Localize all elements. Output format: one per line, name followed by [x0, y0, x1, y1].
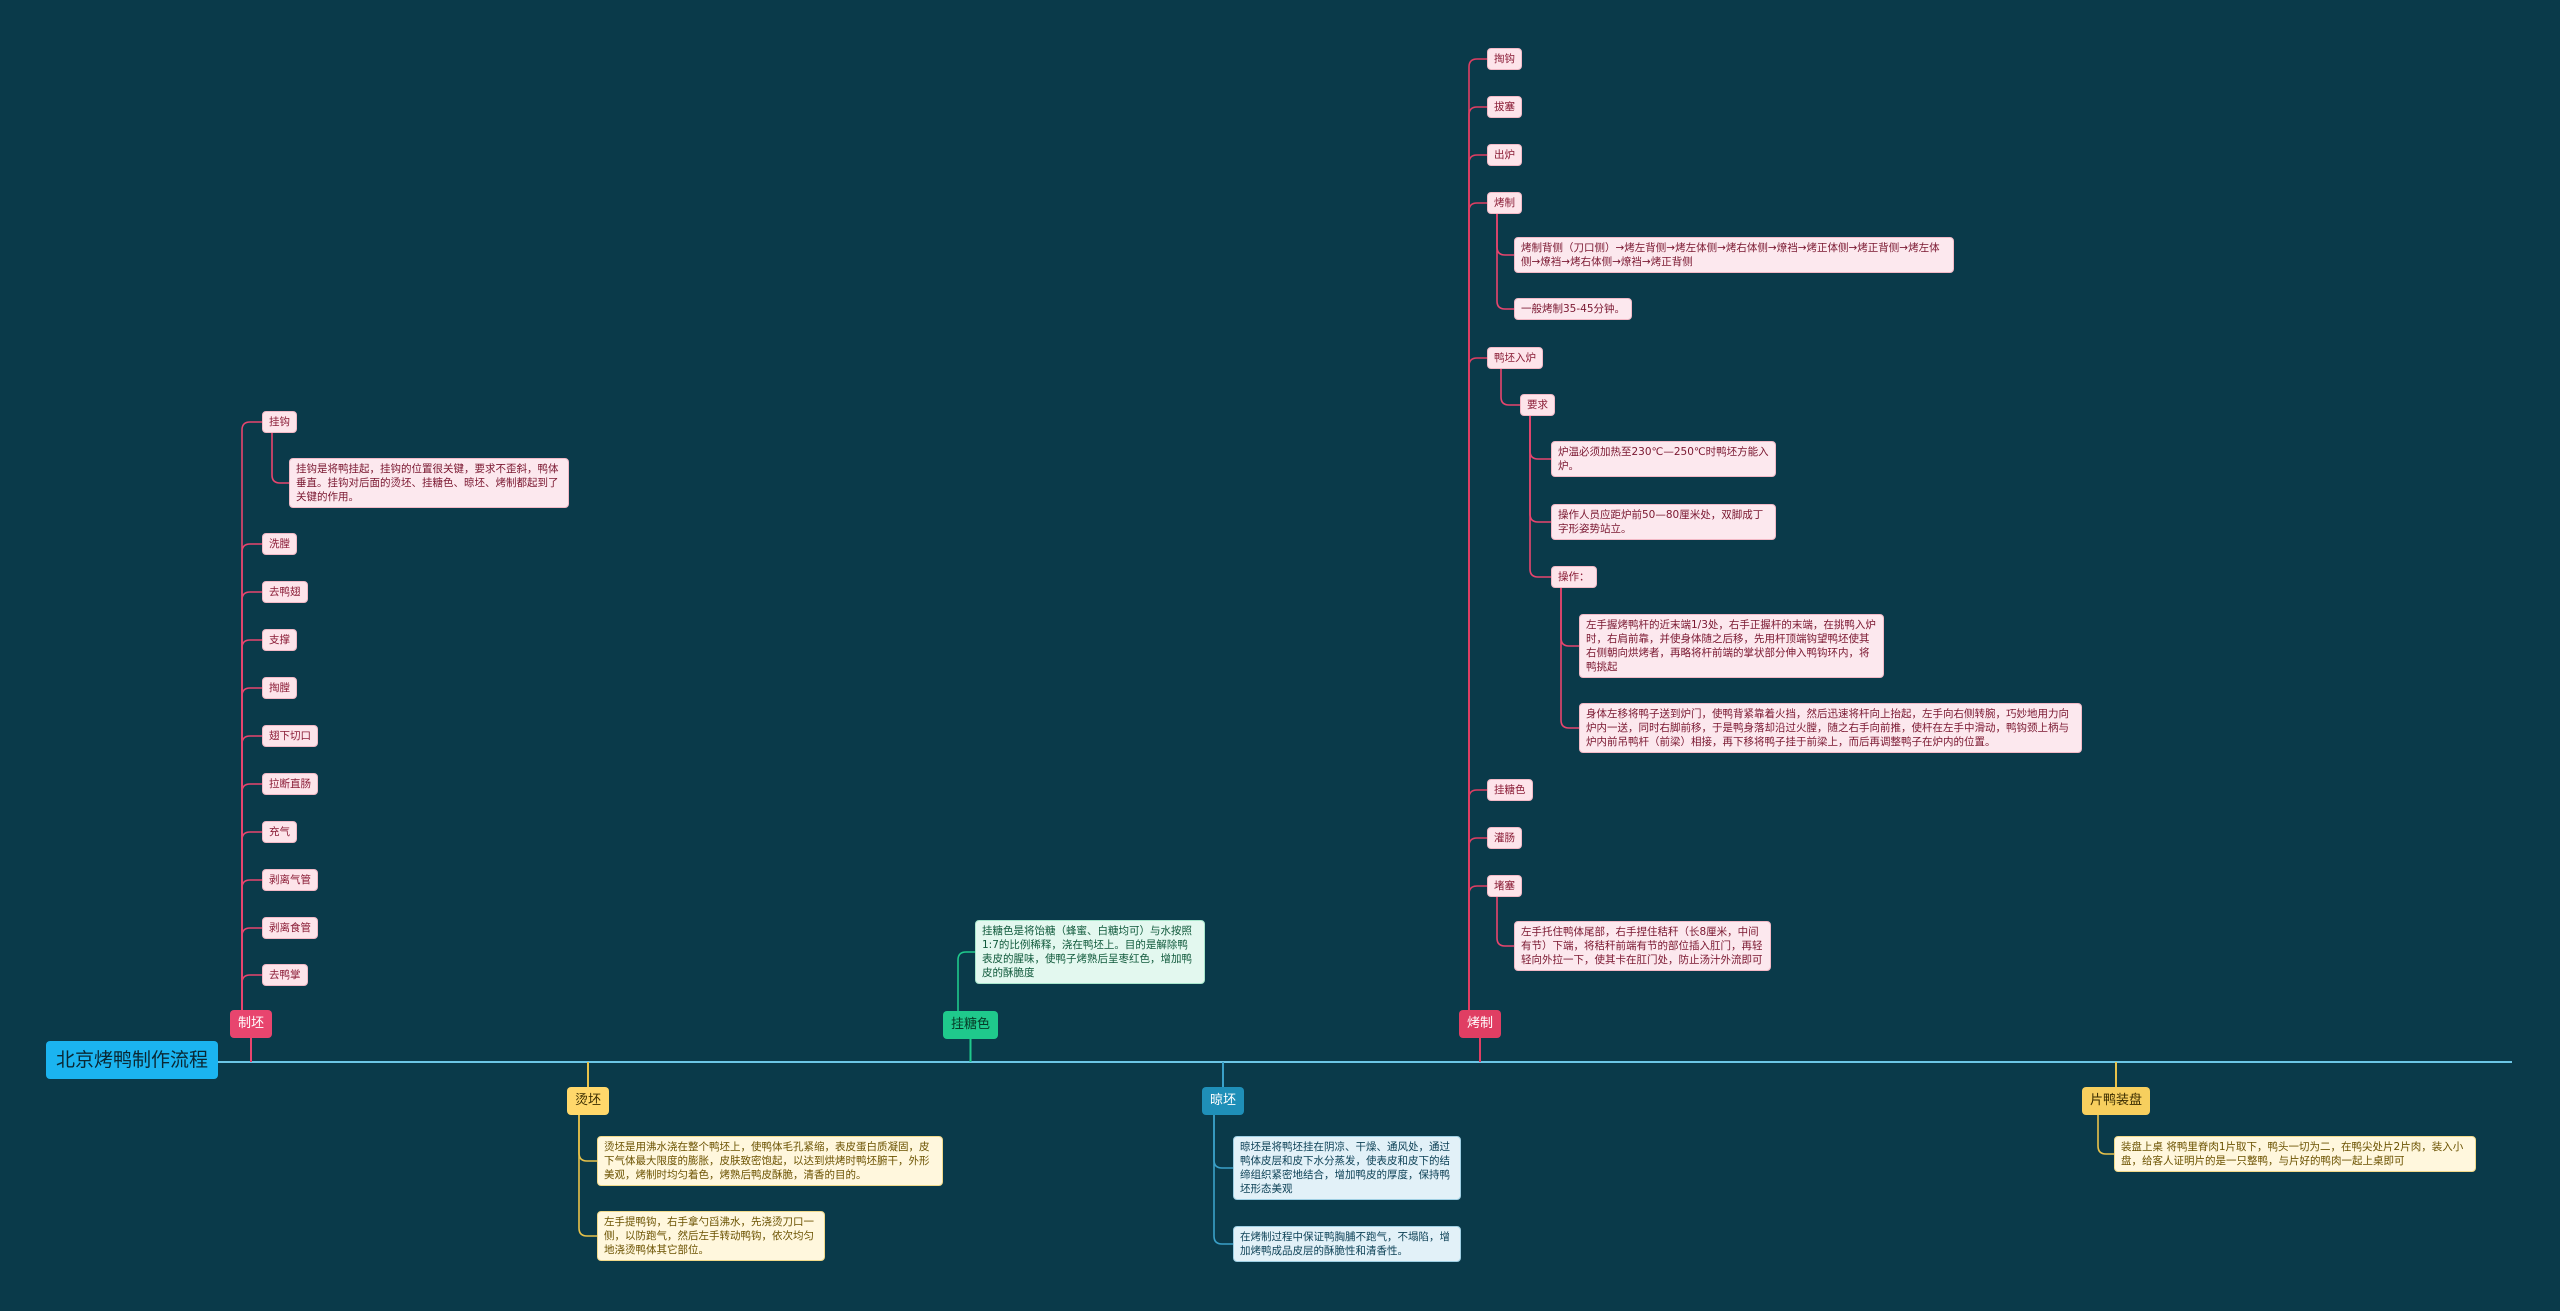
kaozhi-item-caozuo[interactable]: 操作： [1551, 566, 1597, 588]
tangpi-note-2[interactable]: 左手提鸭钩，右手拿勺舀沸水，先浇烫刀口一侧，以防跑气，然后左手转动鸭钩，依次均匀… [597, 1211, 825, 1261]
kaozhi-note-zhanli[interactable]: 操作人员应距炉前50—80厘米处，双脚成丁字形姿势站立。 [1551, 504, 1776, 540]
zhipi-item-guagou[interactable]: 挂钩 [262, 411, 297, 433]
branch-tangpi[interactable]: 烫坯 [567, 1087, 610, 1115]
pianya-note[interactable]: 装盘上桌 将鸭里脊肉1片取下，鸭头一切为二，在鸭尖处片2片肉，装入小盘，给客人证… [2114, 1136, 2476, 1172]
branch-pianya[interactable]: 片鸭装盘 [2082, 1087, 2151, 1115]
zhipi-item-chixia[interactable]: 翅下切口 [262, 725, 318, 747]
zhipi-item-zhicheng[interactable]: 支撑 [262, 629, 297, 651]
tangpi-note-1[interactable]: 烫坯是用沸水浇在整个鸭坯上，使鸭体毛孔紧缩，表皮蛋白质凝固，皮下气体最大限度的膨… [597, 1136, 943, 1186]
liangpi-note-2[interactable]: 在烤制过程中保证鸭胸脯不跑气，不塌陷，增加烤鸭成品皮层的酥脆性和清香性。 [1233, 1226, 1461, 1262]
zhipi-item-xitang[interactable]: 洗膛 [262, 533, 297, 555]
zhipi-item-qiguan[interactable]: 剥离气管 [262, 869, 318, 891]
guatangse-note[interactable]: 挂糖色是将饴糖（蜂蜜、白糖均可）与水按照1:7的比例稀释，浇在鸭坯上。目的是解除… [975, 920, 1205, 984]
kaozhi-item-dusai[interactable]: 堵塞 [1487, 875, 1522, 897]
kaozhi-item-rulu[interactable]: 鸭坯入炉 [1487, 347, 1543, 369]
zhipi-item-chongqi[interactable]: 充气 [262, 821, 297, 843]
zhipi-item-taotang[interactable]: 掏膛 [262, 677, 297, 699]
zhipi-note-guagou[interactable]: 挂钩是将鸭挂起，挂钩的位置很关键，要求不歪斜，鸭体垂直。挂钩对后面的烫坯、挂糖色… [289, 458, 569, 508]
branch-liangpi[interactable]: 晾坯 [1202, 1087, 1245, 1115]
branch-zhipi[interactable]: 制坯 [230, 1010, 273, 1038]
zhipi-item-yazhang[interactable]: 去鸭掌 [262, 964, 308, 986]
kaozhi-item-basai[interactable]: 拔塞 [1487, 96, 1522, 118]
liangpi-note-1[interactable]: 晾坯是将鸭坯挂在阴凉、干燥、通风处，通过鸭体皮层和皮下水分蒸发，使表皮和皮下的结… [1233, 1136, 1461, 1200]
branch-kaozhi[interactable]: 烤制 [1459, 1010, 1502, 1038]
root-topic[interactable]: 北京烤鸭制作流程 [46, 1041, 219, 1079]
kaozhi-item-taogou[interactable]: 掏钩 [1487, 48, 1522, 70]
kaozhi-item-chulu[interactable]: 出炉 [1487, 144, 1522, 166]
zhipi-item-shiguan[interactable]: 剥离食管 [262, 917, 318, 939]
kaozhi-note-caozuo-2[interactable]: 身体左移将鸭子送到炉门，使鸭背紧靠着火挡，然后迅速将杆向上抬起，左手向右侧转腕，… [1579, 703, 2082, 753]
kaozhi-item-guatangse[interactable]: 挂糖色 [1487, 779, 1533, 801]
kaozhi-note-time[interactable]: 一般烤制35-45分钟。 [1514, 298, 1633, 320]
kaozhi-item-yaoqiu[interactable]: 要求 [1520, 394, 1555, 416]
kaozhi-note-caozuo-1[interactable]: 左手握烤鸭杆的近末端1/3处，右手正握杆的末端，在挑鸭入炉时，右肩前靠，并使身体… [1579, 614, 1884, 678]
branch-guatangse[interactable]: 挂糖色 [943, 1011, 999, 1039]
zhipi-item-ladun[interactable]: 拉断直肠 [262, 773, 318, 795]
kaozhi-note-dusai[interactable]: 左手托住鸭体尾部，右手捏住秸秆（长8厘米，中间有节）下端，将秸秆前端有节的部位插… [1514, 921, 1771, 971]
zhipi-item-quyachi[interactable]: 去鸭翅 [262, 581, 308, 603]
kaozhi-note-order[interactable]: 烤制背侧（刀口侧）→烤左背侧→烤左体侧→烤右体侧→燎裆→烤正体侧→烤正背侧→烤左… [1514, 237, 1954, 273]
kaozhi-item-kaozhi[interactable]: 烤制 [1487, 192, 1522, 214]
kaozhi-note-luwen[interactable]: 炉温必须加热至230℃—250℃时鸭坯方能入炉。 [1551, 441, 1776, 477]
kaozhi-item-guanchang[interactable]: 灌肠 [1487, 827, 1522, 849]
